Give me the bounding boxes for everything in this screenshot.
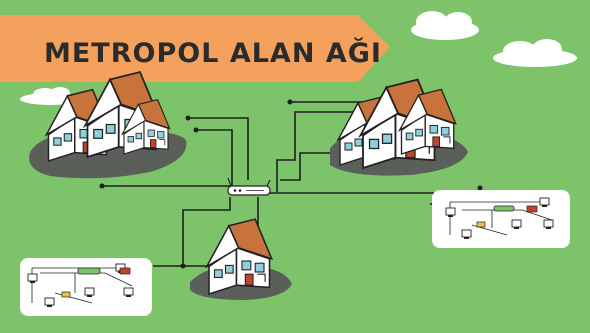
local-network-icon xyxy=(432,190,570,248)
router-icon xyxy=(227,177,271,196)
building-cluster-west xyxy=(29,71,187,179)
page-title: METROPOL ALAN AĞI xyxy=(44,37,382,69)
building-cluster-south xyxy=(190,218,292,300)
building-cluster-east xyxy=(330,78,468,176)
cloud-icon xyxy=(493,39,577,67)
title-banner: METROPOL ALAN AĞI xyxy=(0,15,390,82)
cloud-icon xyxy=(411,11,479,40)
local-network-icon xyxy=(20,258,152,316)
